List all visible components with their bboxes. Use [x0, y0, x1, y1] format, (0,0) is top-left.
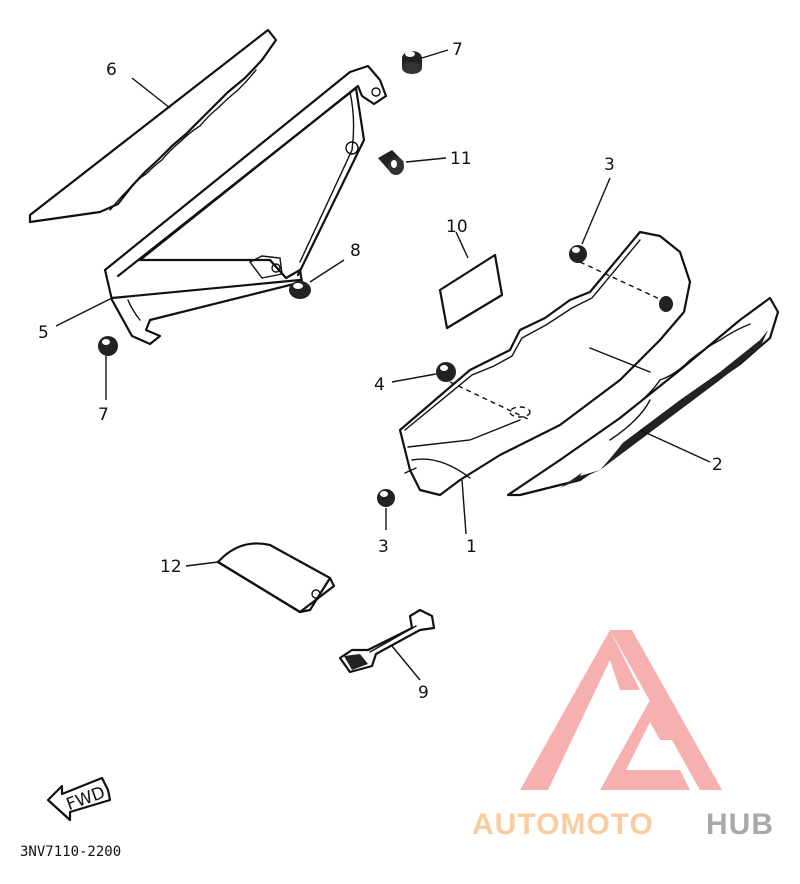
label-part-5: 5: [38, 323, 49, 343]
part-7-grommet-upper: [402, 51, 422, 74]
label-part-9: 11: [450, 149, 472, 169]
leader-lines: [55, 49, 711, 681]
part-1-side-cover: [398, 230, 692, 497]
part-5-frame-bracket: [103, 64, 388, 346]
label-part-1: 1: [466, 537, 477, 557]
part-3-grommet-lower: [377, 489, 395, 507]
part-3-grommet-upper: [569, 245, 587, 263]
label-part-3-lower: 3: [378, 537, 389, 557]
part-12-strap: [338, 608, 436, 674]
label-part-11: 12: [160, 557, 182, 577]
part-labels: 6 7 11 8 5 7 10 3 4 3 1 2 12 9: [38, 40, 723, 703]
label-part-8: 8: [350, 241, 361, 261]
part-9-collar: [345, 141, 404, 175]
label-part-2: 2: [712, 455, 723, 475]
watermark-logo: AUTOMOTO HUB: [472, 630, 774, 841]
diagram-code: 3NV7110-2200: [20, 844, 121, 860]
label-part-4: 4: [374, 375, 385, 395]
label-part-10: 10: [446, 217, 468, 237]
part-6-side-strip: [28, 28, 278, 224]
part-11-pad: [216, 542, 336, 614]
label-part-7-lower: 7: [98, 405, 109, 425]
part-2-graphic-decal: [506, 296, 780, 497]
part-10-label-plate: [438, 253, 504, 330]
part-4-grommet: [436, 362, 456, 382]
label-part-3-upper: 3: [604, 155, 615, 175]
label-part-12: 9: [418, 683, 429, 703]
watermark-triangle-icon: [520, 630, 640, 790]
label-part-7-upper: 7: [452, 40, 463, 60]
fwd-label: FWD: [64, 783, 108, 815]
watermark-text-part2: HUB: [706, 808, 774, 841]
watermark-text-part1: AUTOMOTO: [472, 808, 654, 841]
fwd-arrow: FWD: [46, 776, 112, 822]
part-7-grommet-lower: [98, 336, 118, 356]
label-part-6: 6: [106, 60, 117, 80]
part-8-grommet: [289, 281, 311, 299]
